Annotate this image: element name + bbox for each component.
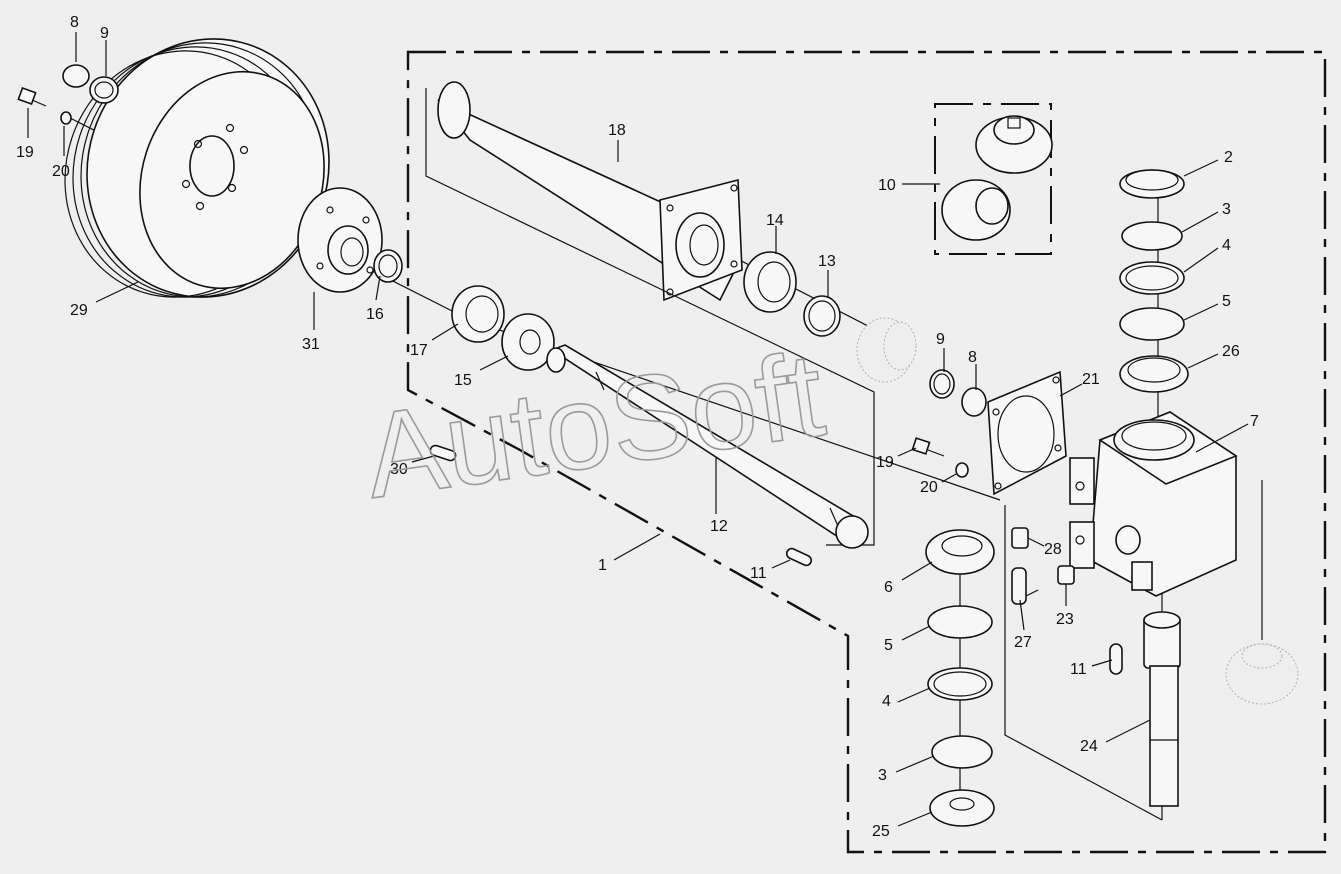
snap-ring-8-top: [62, 64, 90, 88]
bolt-19-middle: [911, 437, 945, 457]
callout-31: 31: [302, 336, 320, 353]
callout-21: 21: [1082, 371, 1100, 388]
spacer-15: [501, 313, 555, 371]
shim-4-top: [1119, 261, 1185, 295]
callout-20-top: 20: [52, 163, 70, 180]
watermark: AutoSoft: [357, 327, 831, 524]
callout-2: 2: [1224, 149, 1233, 166]
callout-24: 24: [1080, 738, 1098, 755]
shim-13: [803, 295, 841, 337]
callout-15: 15: [454, 372, 472, 389]
bolt-19-top: [17, 86, 47, 107]
callout-3-top: 3: [1222, 201, 1231, 218]
callout-8-middle: 8: [968, 349, 977, 366]
callout-30: 30: [390, 461, 408, 478]
callout-3-bottom: 3: [878, 767, 887, 784]
bearing-14: [743, 251, 797, 313]
callout-11-right: 11: [1070, 661, 1087, 678]
output-shaft-24: [1143, 611, 1181, 807]
shim-5-top: [1119, 307, 1185, 341]
snap-ring-8-middle: [961, 387, 987, 417]
bearing-17: [451, 285, 505, 343]
leader-lines: [27, 32, 1249, 827]
callout-20-middle: 20: [920, 479, 938, 496]
callout-labels: 8 9 19 20 29 31 16 17 15 30 18 14 13 10 …: [16, 14, 1259, 840]
ring-2: [1119, 169, 1185, 199]
tube-housing-18: [437, 81, 743, 302]
spacer-25: [929, 789, 995, 827]
callout-16: 16: [366, 306, 384, 323]
bearing-6: [925, 529, 995, 575]
callout-27: 27: [1014, 634, 1032, 651]
callout-5-top: 5: [1222, 293, 1231, 310]
snap-ring-3-top: [1121, 221, 1183, 251]
callout-11-middle: 11: [750, 565, 767, 582]
callout-13: 13: [818, 253, 836, 270]
callout-6: 6: [884, 579, 893, 596]
key-11-middle: [785, 547, 813, 567]
gearbox-housing-7: [1069, 411, 1238, 597]
callout-28: 28: [1044, 541, 1062, 558]
callout-14: 14: [766, 212, 784, 229]
washer-20-middle: [955, 462, 969, 478]
gasket-21: [987, 370, 1067, 496]
snap-ring-3-bottom: [931, 735, 993, 769]
callout-25: 25: [872, 823, 890, 840]
ghost-pinion-gear: [856, 317, 917, 383]
gearset-boundary: [934, 103, 1052, 255]
elbow-fitting-27: [1011, 567, 1039, 605]
callout-17: 17: [410, 342, 428, 359]
callout-29: 29: [70, 302, 88, 319]
callout-19-top: 19: [16, 144, 34, 161]
seal-16: [373, 249, 403, 283]
plug-23: [1057, 565, 1075, 585]
callout-7: 7: [1250, 413, 1259, 430]
callout-10: 10: [878, 177, 896, 194]
shim-9-middle: [929, 369, 955, 399]
breather-28: [1011, 527, 1029, 549]
hub-31: [297, 187, 383, 293]
key-11-right: [1109, 643, 1123, 675]
callout-26: 26: [1222, 343, 1240, 360]
callout-1: 1: [598, 557, 607, 574]
callout-9-top: 9: [100, 25, 109, 42]
callout-19-middle: 19: [876, 454, 894, 471]
callout-12: 12: [710, 518, 728, 535]
washer-20-top: [60, 111, 72, 125]
callout-5-bottom: 5: [884, 637, 893, 654]
shim-9-top: [89, 76, 119, 104]
callout-9-middle: 9: [936, 331, 945, 348]
callout-4-bottom: 4: [882, 693, 891, 710]
callout-23: 23: [1056, 611, 1074, 628]
assembly-boundary: [406, 50, 1327, 854]
bearing-26: [1119, 355, 1189, 393]
callout-8-top: 8: [70, 14, 79, 31]
shim-5-bottom: [927, 605, 993, 639]
ghost-bevel-gear-right: [1225, 643, 1299, 705]
shim-4-bottom: [927, 667, 993, 701]
bevel-gear-set-10: [941, 115, 1053, 241]
pulley-29: [64, 38, 330, 298]
shaft-12: [546, 344, 869, 549]
callout-18: 18: [608, 122, 626, 139]
key-30: [429, 444, 457, 462]
callout-4-top: 4: [1222, 237, 1231, 254]
